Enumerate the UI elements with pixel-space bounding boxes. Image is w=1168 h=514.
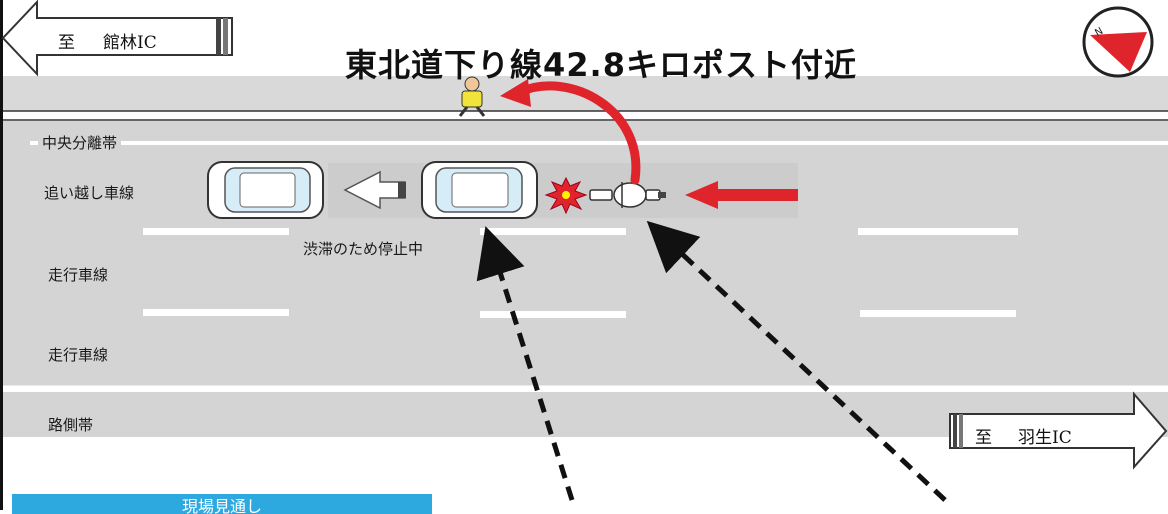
svg-text:N: N [1093,26,1105,39]
collision-icon [544,176,588,215]
label-median: 中央分離帯 [38,132,122,153]
car-icon [207,161,324,219]
label-congestion-note: 渋滞のため停止中 [303,240,424,258]
road-surface [3,121,1168,386]
label-passing-lane: 追い越し車線 [44,184,135,202]
red-arrow-icon [685,181,798,209]
direction-right-prefix: 至 [975,428,992,448]
direction-left-name: 館林IC [103,33,157,53]
view-box: 現場見通し [12,494,432,514]
compass-icon: N [1082,6,1154,78]
motorcycle-icon [589,182,666,208]
page-title: 東北道下り線42.8キロポスト付近 [345,46,857,84]
direction-sign-left [1,0,233,77]
car-icon [421,161,538,219]
label-travel-lane-2: 走行車線 [48,346,109,364]
frame-border [0,0,3,510]
label-shoulder: 路側帯 [48,416,94,434]
direction-sign-right [949,391,1168,470]
direction-right-name: 羽生IC [1018,428,1072,448]
pedestrian-icon [458,76,486,117]
sightline-arrows [476,220,947,502]
view-box-label: 現場見通し [181,497,262,514]
lane-markings [143,228,1018,318]
label-travel-lane-1: 走行車線 [48,266,109,284]
thrown-rider-arrow [500,79,641,185]
direction-left-prefix: 至 [58,33,75,53]
